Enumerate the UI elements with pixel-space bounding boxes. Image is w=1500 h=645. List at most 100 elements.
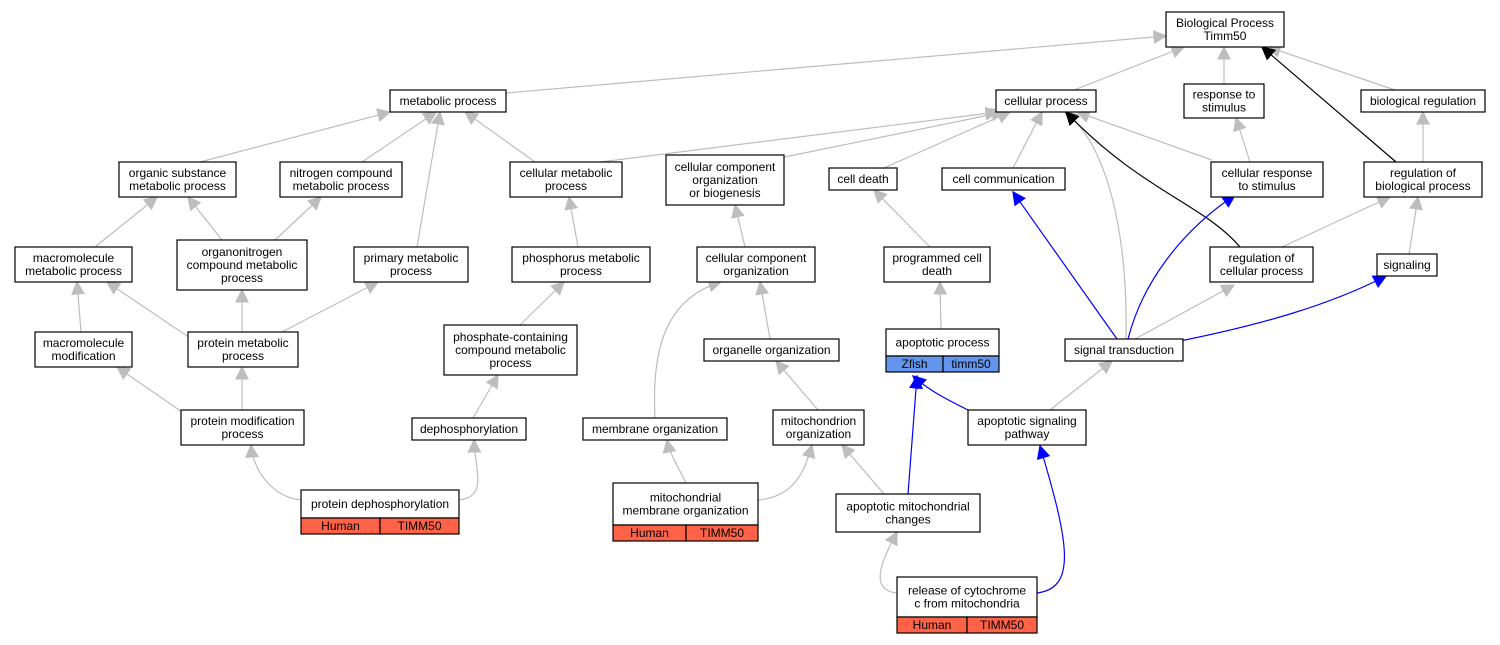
edge-release-to-apopmito [879, 530, 898, 594]
node-bioreg[interactable]: biological regulation [1360, 89, 1486, 113]
node-box [703, 338, 840, 362]
node-celldeath[interactable]: cell death [828, 167, 898, 191]
edge-cellmeta-to-metabolic [463, 111, 536, 163]
node-label: Timm50 [1204, 29, 1247, 43]
edge-mito-to-organelle [775, 359, 819, 411]
node-label: compound metabolic [187, 258, 298, 272]
node-label: biological process [1375, 179, 1470, 193]
node-label: cell communication [952, 172, 1054, 186]
node-label: process [221, 271, 263, 285]
node-box [353, 246, 469, 283]
node-label: process [221, 427, 263, 441]
node-label: primary metabolic [364, 251, 459, 265]
node-box [180, 409, 305, 446]
node-label: phosphorus metabolic [522, 251, 639, 265]
edge-macrometa-to-organic [94, 196, 159, 248]
edge-mitomem-to-mito [757, 443, 816, 501]
node-label: metabolic process [129, 179, 226, 193]
node-label: cellular metabolic [520, 166, 613, 180]
node-box [1363, 161, 1483, 198]
species-cell-label: Human [321, 519, 360, 533]
node-box [443, 324, 578, 376]
node-label: organization [692, 173, 757, 187]
edge-sigtrans-to-cellular [1063, 111, 1127, 340]
node-label: macromolecule [43, 336, 125, 350]
edge-cellresp-to-response [1233, 116, 1251, 163]
node-label: c from mitochondria [914, 597, 1020, 611]
node-label: mitochondrion [781, 414, 856, 428]
edge-dephos-to-phosphate [472, 373, 499, 419]
node-cellcomm[interactable]: cell communication [941, 167, 1066, 191]
node-label: Biological Process [1176, 16, 1274, 30]
node-label: pathway [1005, 427, 1050, 441]
node-dephos[interactable]: dephosphorylation [411, 417, 527, 441]
node-label: mitochondrial [650, 491, 721, 505]
edge-protdephos-to-protmod [245, 443, 302, 501]
node-label: cellular process [1004, 94, 1087, 108]
node-label: cell death [837, 172, 888, 186]
node-box [883, 246, 991, 283]
node-label: signaling [1383, 258, 1430, 272]
node-box [696, 246, 816, 283]
node-label: organization [786, 427, 851, 441]
node-box [967, 409, 1087, 446]
node-box [14, 246, 133, 283]
node-label: release of cytochrome [908, 584, 1026, 598]
edge-sigtrans-to-regcell [1134, 284, 1236, 340]
edge-metabolic-to-root [505, 30, 1168, 94]
edge-regcell-to-regbio [1281, 195, 1392, 248]
node-label: compound metabolic [455, 343, 566, 357]
node-label: metabolic process [25, 264, 122, 278]
species-cell-label: Human [913, 618, 952, 632]
node-label: regulation of [1390, 166, 1457, 180]
node-box [896, 576, 1038, 618]
node-box [1209, 246, 1314, 283]
node-metabolic[interactable]: metabolic process [389, 89, 507, 113]
node-membrane[interactable]: membrane organization [582, 417, 728, 441]
node-label: response to [1193, 88, 1256, 102]
edge-apoptotic-to-pcd [933, 280, 948, 330]
edge-protmeta-to-primary [281, 281, 380, 333]
node-sigtrans[interactable]: signal transduction [1064, 338, 1184, 362]
edge-phosphate-to-phosphorus [519, 281, 566, 326]
edge-ccob-to-cellular [779, 107, 1006, 159]
node-box [411, 417, 527, 441]
node-cellular[interactable]: cellular process [995, 89, 1097, 113]
node-label: nitrogen compound [290, 166, 393, 180]
node-label: signal transduction [1074, 343, 1174, 357]
node-box [389, 89, 507, 113]
node-label: process [545, 179, 587, 193]
node-signaling[interactable]: signaling [1376, 253, 1438, 277]
node-box [1064, 338, 1184, 362]
edge-pcd-to-celldeath [873, 189, 931, 248]
node-organelle[interactable]: organelle organization [703, 338, 840, 362]
node-label: membrane organization [592, 422, 718, 436]
node-box [582, 417, 728, 441]
